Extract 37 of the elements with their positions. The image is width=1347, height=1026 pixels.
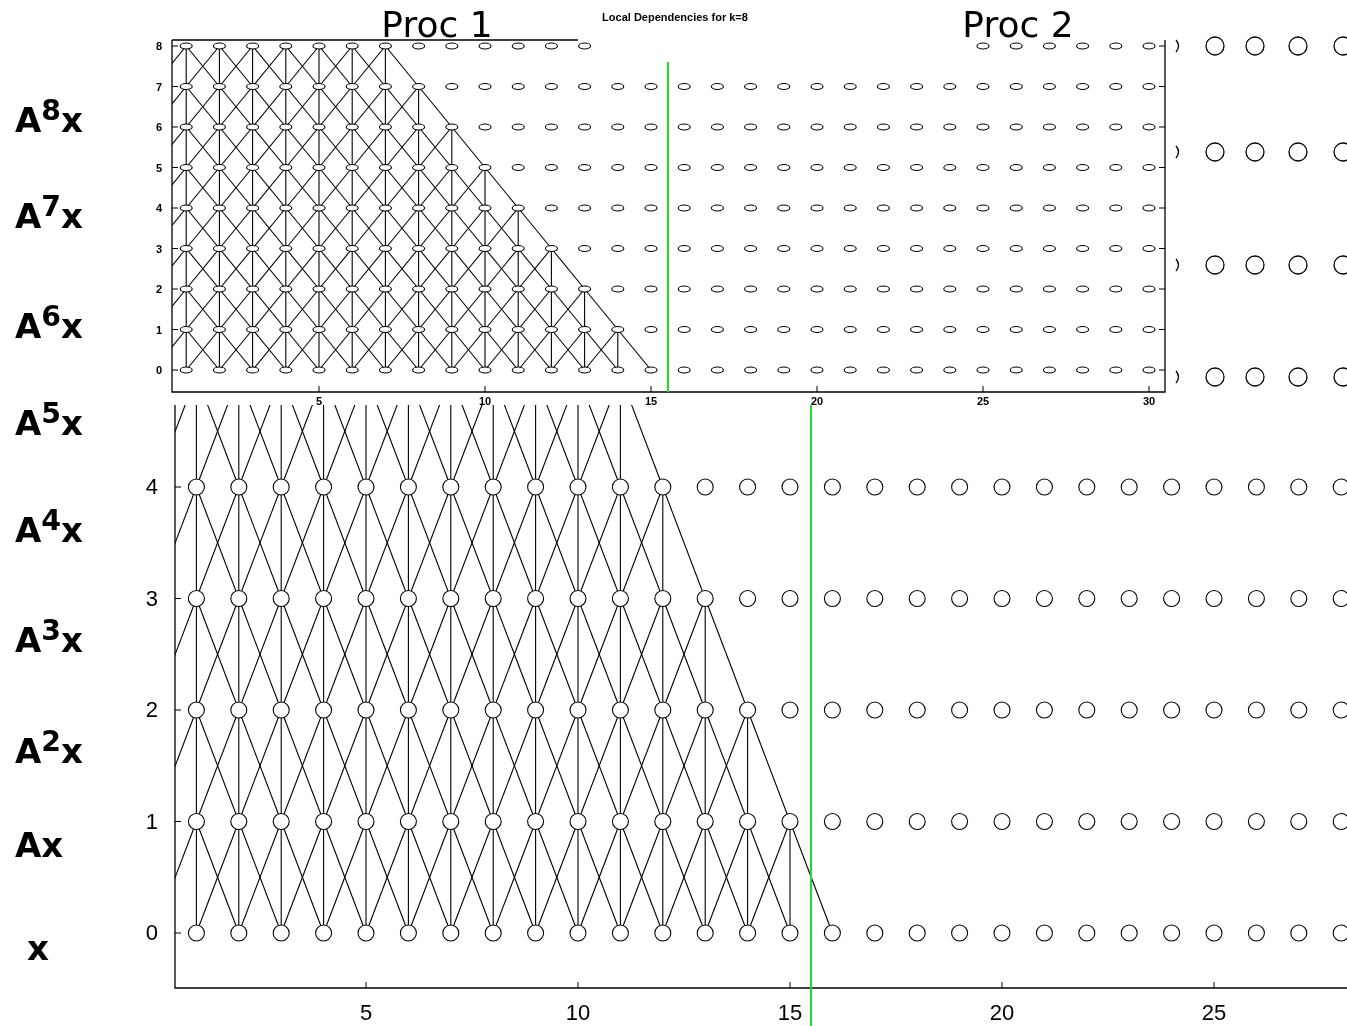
tick-label: 1 — [145, 810, 158, 833]
tick-label: 2 — [145, 699, 158, 721]
row-label: A$^{4}$x — [15, 506, 83, 548]
tick-label: 5 — [315, 395, 323, 407]
tick-label: 20 — [810, 395, 824, 407]
tick-label: 4 — [145, 476, 158, 498]
tick-label: 10 — [565, 1002, 591, 1024]
row-label: A$^{3}$x — [15, 616, 83, 658]
tick-label: 3 — [155, 243, 162, 254]
tick-label: 15 — [644, 395, 658, 407]
tick-label: 20 — [989, 1002, 1015, 1024]
tick-label: 0 — [145, 922, 158, 944]
tick-label: 5 — [359, 1002, 373, 1024]
tick-label: 30 — [1142, 395, 1156, 407]
row-label: A$^{5}$x — [15, 399, 83, 441]
row-label: A$^{8}$x — [15, 96, 83, 138]
tick-label: 15 — [777, 1002, 803, 1024]
row-label: x — [27, 931, 49, 965]
tick-label: 7 — [155, 81, 162, 92]
tick-label: 10 — [478, 395, 492, 407]
tick-label: 2 — [155, 283, 162, 295]
tick-label: 3 — [145, 587, 158, 610]
tick-label: 5 — [155, 162, 162, 173]
tick-label: 25 — [1201, 1002, 1227, 1024]
tick-label: 4 — [155, 202, 162, 214]
tick-label: 6 — [155, 121, 162, 133]
tick-label: 8 — [155, 40, 162, 52]
tick-label: 25 — [976, 395, 990, 407]
row-label: A$^{2}$x — [15, 727, 83, 769]
row-label: A$^{6}$x — [15, 302, 83, 344]
tick-label: 0 — [155, 364, 162, 376]
row-label: A$^{7}$x — [15, 192, 83, 234]
row-label: Ax — [15, 828, 64, 862]
tick-label: 1 — [155, 324, 162, 335]
chart-title: Local Dependencies for k=8 — [602, 11, 748, 23]
processor-label: Proc 1 — [381, 7, 493, 43]
processor-label: Proc 2 — [962, 7, 1074, 43]
